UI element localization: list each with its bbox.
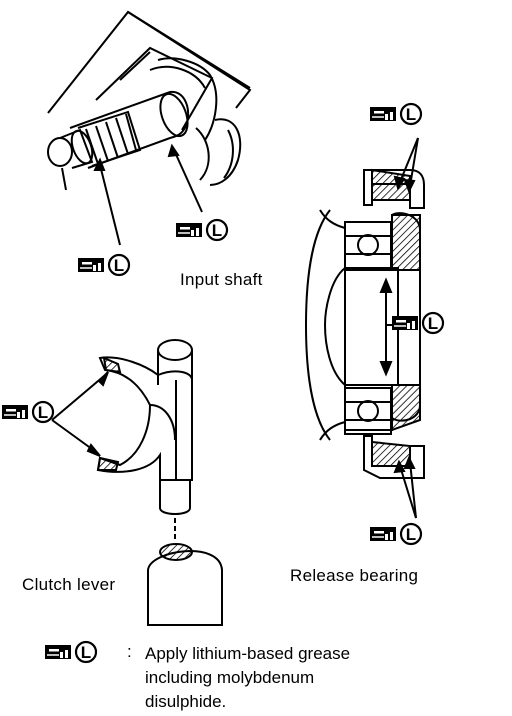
grease-symbol-icon — [368, 102, 423, 126]
legend-line: Apply lithium-based grease — [145, 644, 351, 663]
legend-text: Apply lithium-based grease including mol… — [145, 642, 350, 714]
release-bearing-label: Release bearing — [290, 566, 419, 585]
grease-symbol-icon — [368, 522, 423, 546]
legend-line: including molybdenum — [145, 668, 315, 687]
clutch-lever-drawing — [51, 339, 223, 626]
grease-symbol-icon — [0, 400, 55, 424]
legend-separator: : — [127, 642, 132, 661]
clutch-lever-label: Clutch lever — [22, 575, 116, 594]
grease-symbol-icon — [174, 218, 229, 242]
input-shaft-drawing — [47, 10, 252, 246]
release-bearing-drawing — [304, 137, 425, 519]
grease-symbol-icon — [390, 311, 445, 335]
legend-line: disulphide. — [145, 692, 227, 711]
input-shaft-label: Input shaft — [180, 270, 263, 289]
legend-grease-symbol-icon — [43, 640, 98, 664]
grease-symbol-icon — [76, 253, 131, 277]
